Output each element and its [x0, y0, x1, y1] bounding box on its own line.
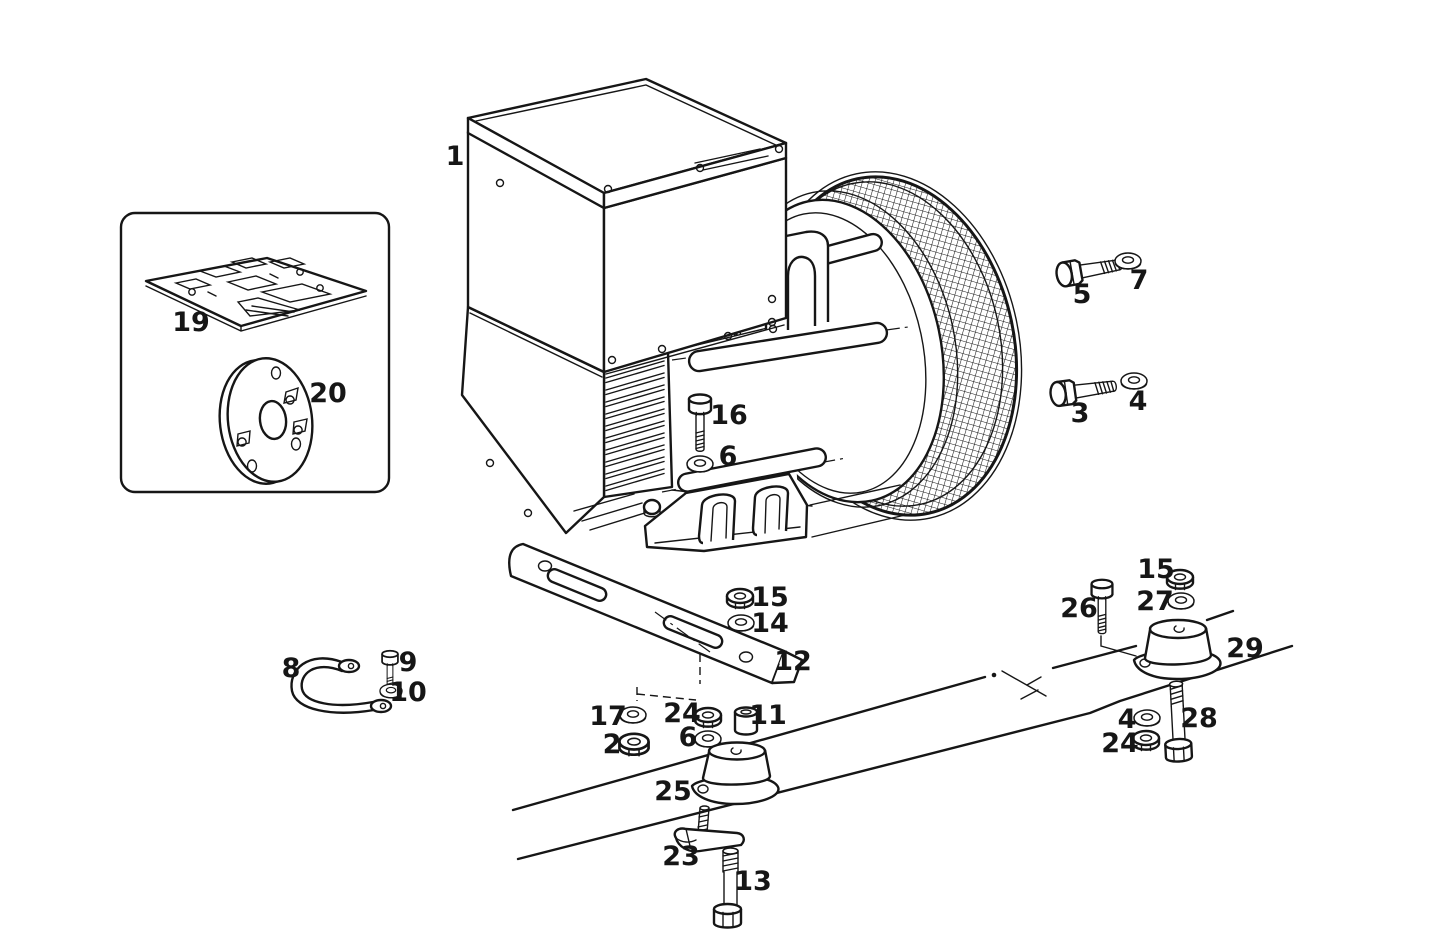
vibration-mount-25	[690, 741, 780, 806]
leader-26	[1100, 635, 1137, 657]
bolt-13	[712, 847, 743, 929]
bolt-28	[1164, 680, 1194, 763]
part-label-bolt-upper: 5	[1073, 279, 1092, 310]
part-label-nut-right-upper: 15	[1137, 554, 1175, 585]
part-label-bracket-nut: 15	[751, 582, 789, 613]
part-label-vibration-mount-left: 25	[654, 776, 692, 807]
part-label-washer-right-lower: 4	[1118, 704, 1137, 735]
washer-14	[727, 614, 755, 632]
part-label-cable-washer: 10	[389, 677, 427, 708]
part-label-clamp-plate: 23	[662, 841, 700, 872]
part-label-foot-washer: 6	[719, 441, 738, 472]
part-label-support-bracket: 12	[774, 646, 812, 677]
spacer-11	[733, 706, 759, 736]
part-label-adapter-disc: 20	[309, 378, 347, 409]
regulator-board-drawing	[144, 256, 368, 332]
part-label-foot-bolt: 16	[710, 400, 748, 431]
part-label-ground-cable: 8	[282, 653, 301, 684]
part-label-vibration-mount-right: 29	[1226, 633, 1264, 664]
part-label-lock-nut-left: 2	[603, 729, 622, 760]
part-label-nut-right-lower: 24	[1101, 728, 1139, 759]
part-label-cable-bolt: 9	[399, 647, 418, 678]
louver-panel	[602, 350, 674, 499]
generator-feet	[642, 472, 906, 553]
part-label-mount-washer-lower: 6	[679, 722, 698, 753]
adapter-disc-drawing	[218, 357, 314, 485]
part-label-long-bolt-left: 13	[734, 866, 772, 897]
part-label-mount-nut-left: 24	[663, 698, 701, 729]
washer-6-upper	[686, 455, 714, 473]
washer-4-right	[1133, 709, 1161, 727]
part-label-washer-lower: 4	[1129, 386, 1148, 417]
support-bracket	[508, 542, 804, 701]
nut-15-left	[725, 587, 755, 610]
inset-box	[119, 211, 391, 494]
part-label-generator-terminal-box: 1	[446, 141, 465, 172]
part-label-bolt-lower: 3	[1071, 398, 1090, 429]
part-label-washer-upper: 7	[1130, 265, 1149, 296]
terminal-box	[466, 77, 788, 375]
part-label-washer-right-upper: 27	[1136, 586, 1174, 617]
part-label-mount-bolt-right: 26	[1060, 593, 1098, 624]
nut-2	[618, 732, 650, 758]
part-label-regulator-board: 19	[172, 307, 210, 338]
clamp-23	[673, 805, 745, 853]
part-label-spacer-bush: 11	[749, 700, 787, 731]
part-label-bracket-washer: 14	[751, 608, 789, 639]
part-label-mount-washer-left: 17	[589, 701, 627, 732]
part-label-long-bolt-right: 28	[1180, 703, 1218, 734]
ground-cable	[290, 657, 393, 714]
vibration-mount-29	[1132, 618, 1222, 681]
